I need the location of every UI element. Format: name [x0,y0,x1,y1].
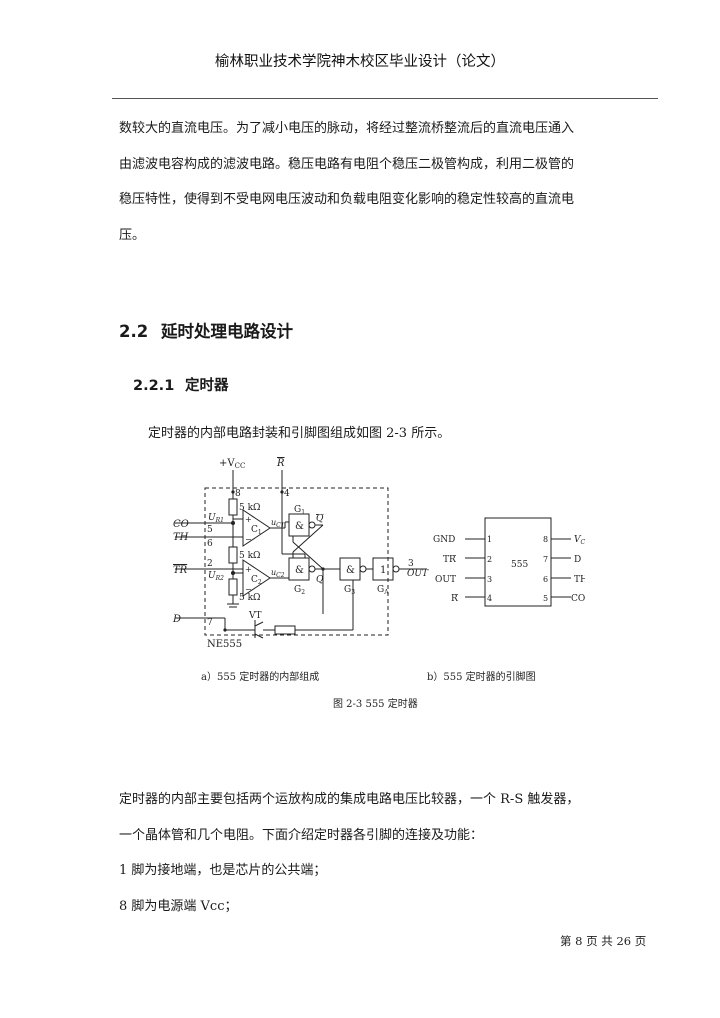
subsection-heading: 2.2.1 定时器 [133,374,229,395]
ur2-label: UR2 [208,571,224,582]
pin-d-num: 7 [543,555,548,564]
paragraph-line: 数较大的直流电压。为了减小电压的脉动，将经过整流桥整流后的直流电压通入 [119,121,575,136]
pin-th-num: 6 [543,575,548,584]
pin-r-num: 4 [487,594,492,603]
header-rule [112,98,658,99]
pin-co-name: CO [571,594,585,604]
pin-tr-name: TR [443,555,456,565]
pin-out-num: 3 [487,575,492,584]
pin-gnd-name: GND [433,535,455,545]
figure-2-3: +VCC R 8 4 5 kΩ 5 kΩ 5 kΩ CO TH TR D 5 6… [165,452,590,727]
pin-tr-num: 2 [487,555,492,564]
right-caption: b）555 定时器的引脚图 [427,670,536,683]
g4-label: GA [377,585,389,596]
g2-symbol: & [295,565,304,576]
figure-intro: 定时器的内部电路封装和引脚图组成如图 2-3 所示。 [148,426,451,441]
c2-plus: + [245,565,252,574]
pin-5: 5 [207,525,213,535]
pin-d-name: D [574,555,581,565]
pin-gnd-num: 1 [487,535,492,544]
g4-symbol: 1 [380,565,386,576]
q-bar-label: Q [316,514,324,524]
figure-svg: +VCC R 8 4 5 kΩ 5 kΩ 5 kΩ CO TH TR D 5 6… [172,458,590,710]
c2-minus: − [245,585,252,594]
pin-2: 2 [207,559,213,569]
pin-6: 6 [207,539,213,549]
g1-symbol: & [295,521,304,532]
co-label: CO [173,519,189,530]
section-number: 2.2 [119,322,149,341]
page-header: 榆林职业技术学院神木校区毕业设计（论文） [215,54,505,70]
th-label: TH [173,532,189,543]
resistor-3 [228,578,238,596]
ur1-label: UR1 [208,513,224,524]
paragraph-line: 8 脚为电源端 Vcc； [119,898,238,914]
paragraph-line: 稳压特性，使得到不受电网电压波动和负载电阻变化影响的稳定性较高的直流电 [119,192,575,207]
pin-th-name: TH [574,575,585,585]
pin-3: 3 [408,559,414,569]
q-label: Q [316,575,324,585]
resistor-label-1: 5 kΩ [239,503,261,513]
paragraph-line: 压。 [119,227,146,243]
pin-vcc-name: VCC [574,535,585,546]
paragraph-1: 数较大的直流电压。为了减小电压的脉动，将经过整流桥整流后的直流电压通入 由滤波电… [119,111,659,253]
pin-7: 7 [207,618,213,628]
figure-caption: 图 2-3 555 定时器 [333,697,418,710]
section-title: 延时处理电路设计 [161,322,293,341]
g2-label: G2 [294,585,305,596]
paragraph-2: 定时器的内部主要包括两个运放构成的集成电路电压比较器，一个 R-S 触发器， 一… [119,782,659,924]
pin-co-num: 5 [543,594,548,603]
paragraph-line: 由滤波电容构成的滤波电路。稳压电路有电阻个稳压二极管构成，利用二极管的 [119,156,575,172]
left-caption: a）555 定时器的内部组成 [201,670,319,683]
c1-label: C1 [251,525,262,536]
pin-vcc-num: 8 [543,535,548,544]
g3-symbol: & [346,565,355,576]
paragraph-line: 定时器的内部主要包括两个运放构成的集成电路电压比较器，一个 R-S 触发器， [119,792,580,807]
comparator-c1 [242,509,271,547]
ne555-boundary [204,487,389,636]
pin-8: 8 [235,489,241,499]
pin-chip-555 [484,517,552,607]
uc1-label: uC1 [271,518,285,529]
pin-chip-label: 555 [511,560,528,570]
resistor-label-3: 5 kΩ [239,593,261,603]
g1-label: G1 [294,505,305,516]
section-heading: 2.2 延时处理电路设计 [119,318,293,342]
pin-4: 4 [284,489,290,499]
out-label: OUT [407,569,429,579]
c2-label: C2 [251,575,262,586]
paragraph-line: 1 脚为接地端，也是芯片的公共端； [119,863,327,878]
pin-r-name: R [451,594,458,604]
chip-label: NE555 [207,639,242,650]
subsection-title: 定时器 [185,378,229,394]
base-resistor [274,625,296,635]
paragraph-line: 一个晶体管和几个电阻。下面介绍定时器各引脚的连接及功能： [119,827,484,843]
d-label: D [172,614,181,625]
resistor-1 [228,498,238,516]
resistor-label-2: 5 kΩ [239,551,261,561]
c1-plus: + [245,515,252,524]
tr-label: TR [173,565,188,576]
subsection-number: 2.2.1 [133,378,175,394]
comparator-c2 [242,559,271,597]
c1-minus: − [245,535,252,544]
g3-label: G3 [344,585,355,596]
page-footer: 第 8 页 共 26 页 [560,934,647,948]
vt-label: VT [248,611,262,621]
pin-out-name: OUT [435,575,456,585]
resistor-2 [228,546,238,564]
r-bar-label: R [276,458,285,469]
vcc-label: +VCC [219,458,245,470]
uc2-label: uC2 [271,568,285,579]
